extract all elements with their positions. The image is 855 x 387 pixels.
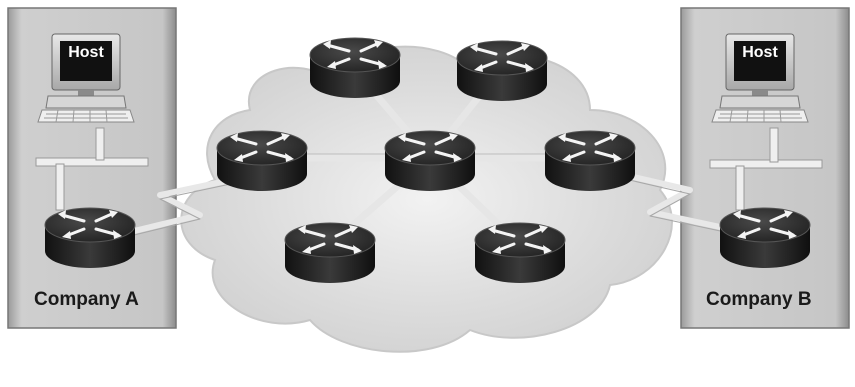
host-label-company-b: Host bbox=[734, 44, 786, 62]
router-icon bbox=[385, 131, 475, 191]
router-icon bbox=[457, 41, 547, 101]
router-icon bbox=[45, 208, 135, 268]
company-b-label: Company B bbox=[706, 289, 812, 311]
router-icon bbox=[285, 223, 375, 283]
company-a-label: Company A bbox=[34, 289, 139, 311]
router-icon bbox=[217, 131, 307, 191]
host-label-company-a: Host bbox=[60, 44, 112, 62]
router-icon bbox=[310, 38, 400, 98]
router-icon bbox=[475, 223, 565, 283]
router-icon bbox=[545, 131, 635, 191]
network-cloud bbox=[181, 47, 672, 352]
router-icon bbox=[720, 208, 810, 268]
